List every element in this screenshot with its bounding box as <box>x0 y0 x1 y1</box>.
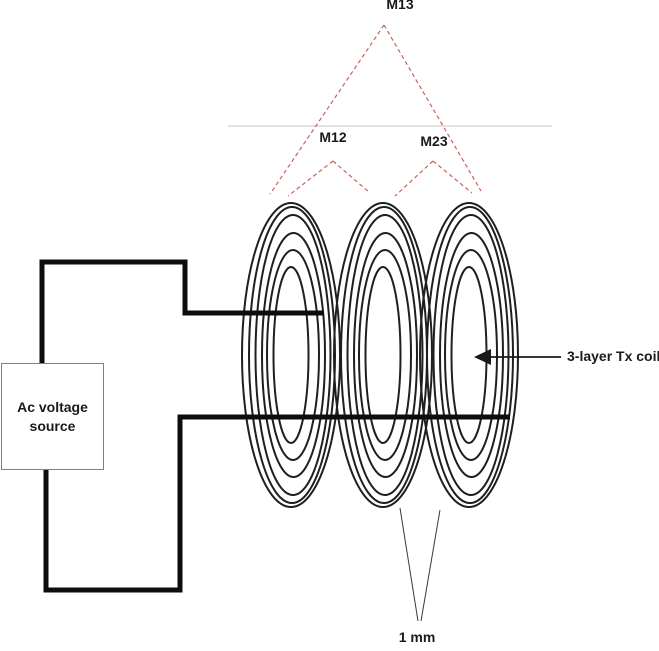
tx-coil-arrowhead-icon <box>474 349 491 365</box>
coil-2-turn-1 <box>333 202 433 508</box>
coil-3-turn-5 <box>444 249 498 461</box>
coupling-lines-group <box>269 24 482 197</box>
coil-3-turn-3 <box>432 214 510 496</box>
m23-line-left <box>394 160 434 197</box>
coil-3-turn-4 <box>439 232 504 478</box>
spacing-pointer-group <box>399 507 441 622</box>
wire-1 <box>39 259 324 363</box>
coil-1 <box>241 202 341 508</box>
coil-1-turn-3 <box>254 214 332 496</box>
label-m13: M13 <box>386 0 414 12</box>
m13-line-left <box>269 24 385 195</box>
wires-group <box>39 259 510 593</box>
wire-2 <box>43 414 510 593</box>
arrow-group <box>474 349 561 365</box>
coil-1-turn-6 <box>272 266 310 444</box>
m12-line-left <box>287 160 334 197</box>
coil-3-turn-2 <box>426 206 514 504</box>
coil-1-turn-4 <box>261 232 326 478</box>
label-tx-coil: 3-layer Tx coil <box>567 348 659 364</box>
label-spacing: 1 mm <box>398 629 436 645</box>
coils-group <box>241 202 519 508</box>
ac-voltage-source-label: Ac voltage source <box>17 398 88 434</box>
coil-2-turn-6 <box>364 266 402 444</box>
coil-2-turn-5 <box>358 249 412 461</box>
coil-1-turn-5 <box>266 249 320 461</box>
coil-3 <box>419 202 519 508</box>
label-m23: M23 <box>420 133 448 149</box>
coil-2-turn-4 <box>353 232 418 478</box>
label-m12: M12 <box>319 129 347 145</box>
coil-2-turn-3 <box>346 214 424 496</box>
m23-line-right <box>432 160 473 194</box>
spacing-pointer-line-1 <box>399 507 419 622</box>
spacing-pointer-line-2 <box>420 509 441 622</box>
coil-3-turn-1 <box>419 202 519 508</box>
m13-line-right <box>383 24 482 192</box>
coil-2 <box>333 202 433 508</box>
ac-voltage-source-box: Ac voltage source <box>1 363 104 470</box>
m12-line-right <box>332 160 371 194</box>
